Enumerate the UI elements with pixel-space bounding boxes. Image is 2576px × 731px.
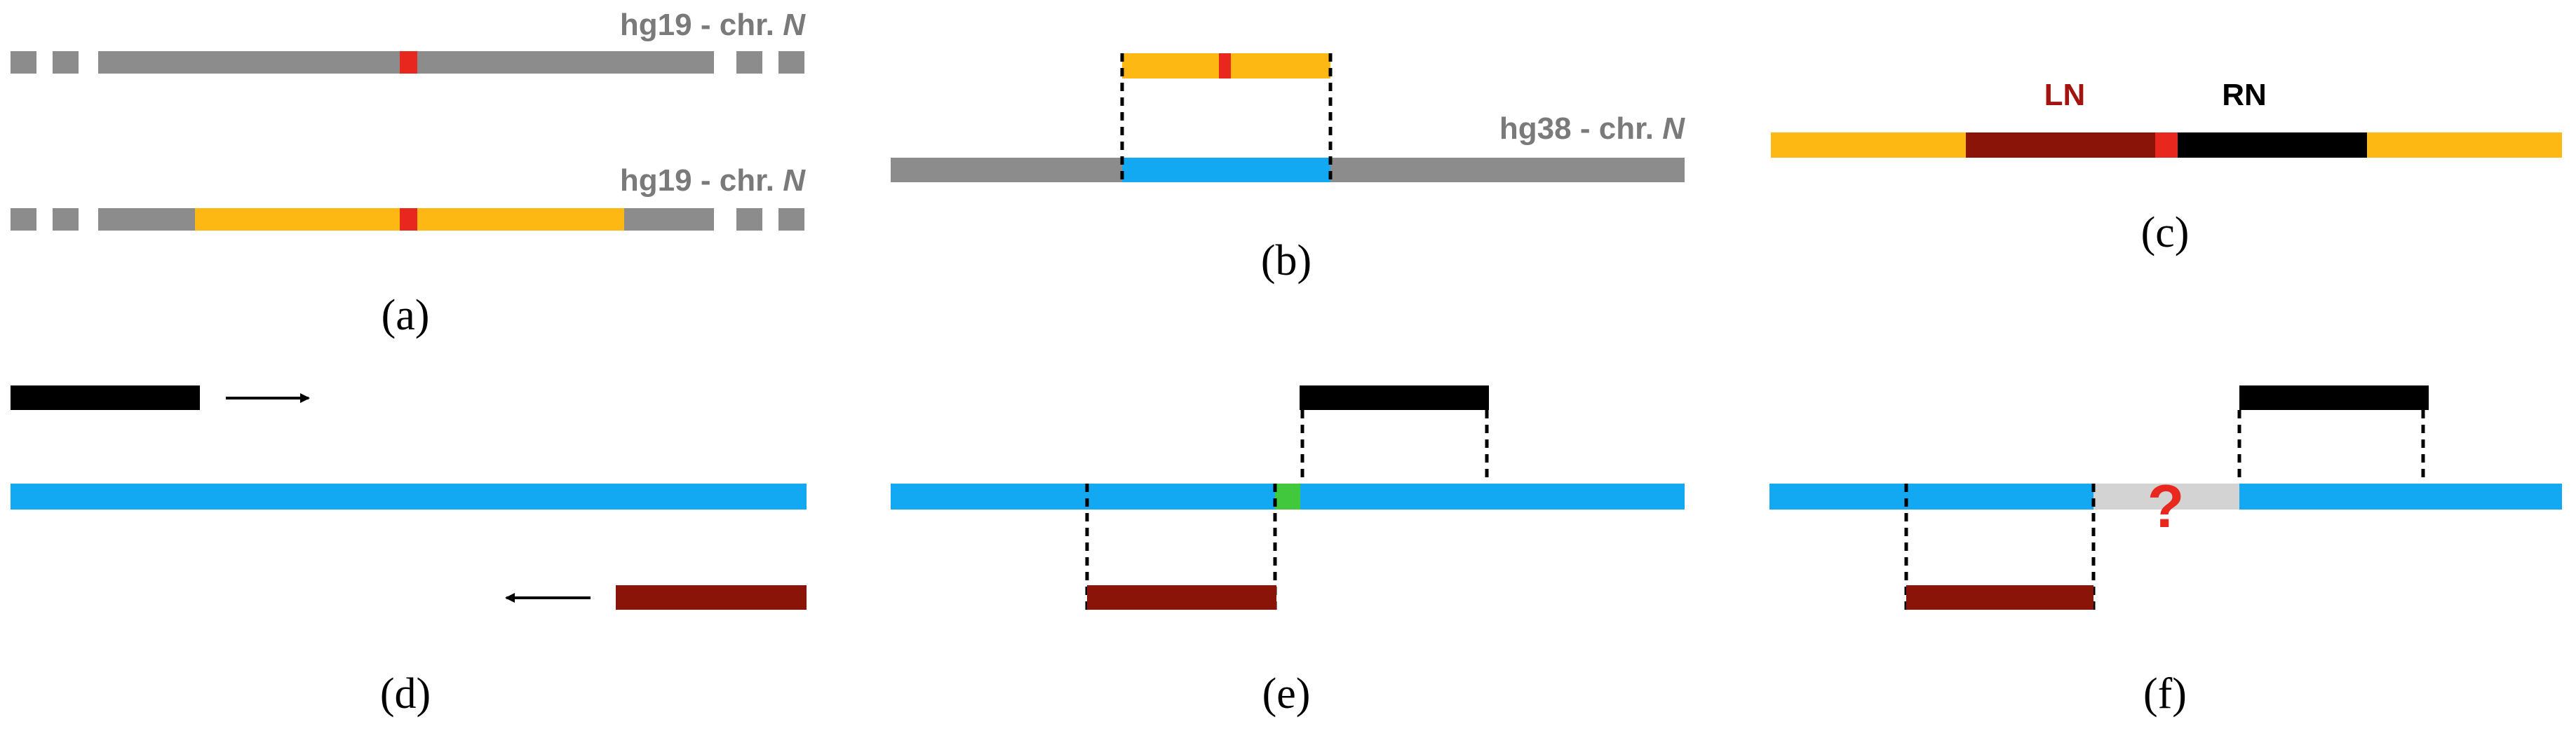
panel-b-track-label: hg38 - chr. N (1499, 111, 1685, 146)
marker-red (400, 51, 417, 74)
panel-d: (d) (11, 385, 807, 718)
read-darkred (1906, 585, 2093, 610)
marker-red (1219, 53, 1231, 78)
panel-a-track-bottom (11, 208, 804, 231)
panel-a-track-top (11, 51, 804, 74)
segment-gray (11, 51, 36, 74)
panel-c-caption: (c) (2141, 209, 2190, 257)
marker-red (2155, 132, 2178, 158)
segment-gray (11, 208, 36, 231)
reference-blue (11, 484, 807, 510)
panel-f: ? (f) (1769, 385, 2562, 718)
read-darkred (616, 585, 807, 610)
segment-gray (736, 208, 762, 231)
segment-orange (2367, 132, 2562, 158)
segment-gray (736, 51, 762, 74)
read-black (1300, 385, 1489, 410)
read-black (2239, 385, 2429, 410)
panel-a-caption: (a) (382, 292, 430, 339)
panel-c: LN RN (c) (1771, 78, 2562, 257)
panel-f-caption: (f) (2143, 670, 2187, 718)
panel-b-caption: (b) (1261, 237, 1311, 285)
panel-b: hg38 - chr. N (b) (891, 53, 1685, 285)
segment-gray (778, 208, 804, 231)
segment-black (2178, 132, 2367, 158)
gap-lightgray (2093, 484, 2239, 510)
segment-blue (1122, 158, 1330, 182)
segment-darkred (1966, 132, 2155, 158)
label-rn: RN (2222, 78, 2267, 112)
segment-gray (53, 208, 79, 231)
panel-e: (e) (891, 385, 1685, 718)
read-black (11, 385, 200, 410)
panel-d-caption: (d) (380, 670, 431, 718)
label-ln: LN (2044, 78, 2086, 112)
panel-a-track-label-top: hg19 - chr. N (620, 8, 806, 42)
segment-gray (53, 51, 79, 74)
panel-a: hg19 - chr. N hg19 - chr. N (a) (11, 8, 806, 339)
panel-e-caption: (e) (1262, 670, 1311, 718)
segment-gray (778, 51, 804, 74)
overlap-green (1275, 484, 1300, 510)
marker-red (400, 208, 417, 231)
segment-orange (1771, 132, 1966, 158)
read-darkred (1087, 585, 1276, 610)
panel-a-track-label-bottom: hg19 - chr. N (620, 163, 806, 198)
unknown-gap-mark: ? (2147, 473, 2185, 540)
